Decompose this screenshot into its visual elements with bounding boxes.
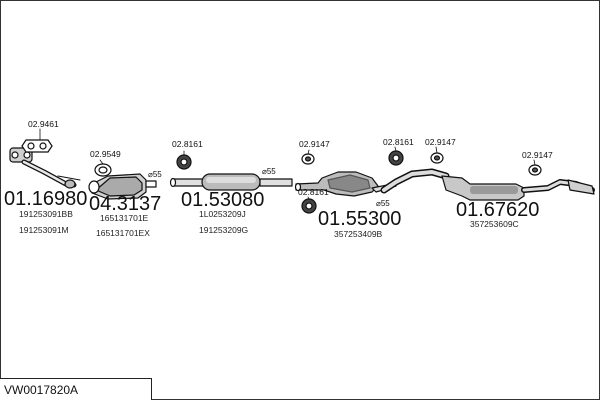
accessory-label-02-8161-center: 02.8161: [298, 187, 329, 197]
clamp-02-9147-right-drawing: [430, 152, 444, 164]
accessory-label-02-9147-right: 02.9147: [425, 137, 456, 147]
oe-number-2a: 165131701E: [100, 213, 149, 223]
oe-number-3a: 1L0253209J: [199, 209, 246, 219]
model-code-box: VW0017820A: [0, 378, 152, 400]
accessory-label-02-8161-right: 02.8161: [383, 137, 414, 147]
clamp-02-9147-center-drawing: [301, 153, 315, 165]
oe-number-1b: 191253091M: [19, 225, 69, 235]
accessory-label-02-9549: 02.9549: [90, 149, 121, 159]
oe-number-3b: 191253209G: [199, 225, 249, 235]
clamp-02-8161-left-drawing: [176, 154, 192, 170]
diameter-label-3: ⌀55: [376, 199, 390, 208]
gasket-02-9461-drawing: [21, 139, 53, 153]
clamp-02-8161-center-drawing: [301, 198, 317, 214]
part-number-5: 01.67620: [456, 199, 540, 221]
part-number-4: 01.55300: [318, 208, 402, 230]
oe-number-5a: 357253609C: [470, 219, 519, 229]
diameter-label-1: ⌀55: [148, 170, 162, 179]
part-number-1: 01.16980: [4, 188, 88, 210]
part-number-2: 04.3137: [89, 193, 162, 215]
model-code: VW0017820A: [4, 383, 79, 397]
accessory-label-02-9461: 02.9461: [28, 119, 59, 129]
clamp-02-8161-right-drawing: [388, 150, 404, 166]
accessory-label-02-8161-left: 02.8161: [172, 139, 203, 149]
oe-number-2b: 165131701EX: [96, 228, 150, 238]
oe-number-4a: 357253409B: [334, 229, 383, 239]
ring-02-9549-drawing: [94, 163, 112, 177]
catalytic-converter-drawing: [88, 173, 157, 200]
rear-silencer-drawing: [380, 168, 595, 201]
diameter-label-2: ⌀55: [262, 167, 276, 176]
clamp-02-9147-far-right-drawing: [528, 164, 542, 176]
front-pipe-drawing: [9, 147, 81, 189]
leader-lines: [39, 128, 536, 200]
part-number-3: 01.53080: [181, 189, 265, 211]
accessory-label-02-9147-far-right: 02.9147: [522, 150, 553, 160]
oe-number-1a: 191253091BB: [19, 209, 73, 219]
centre-silencer-drawing: [294, 171, 397, 197]
middle-silencer-drawing: [169, 173, 293, 191]
accessory-label-02-9147-center: 02.9147: [299, 139, 330, 149]
